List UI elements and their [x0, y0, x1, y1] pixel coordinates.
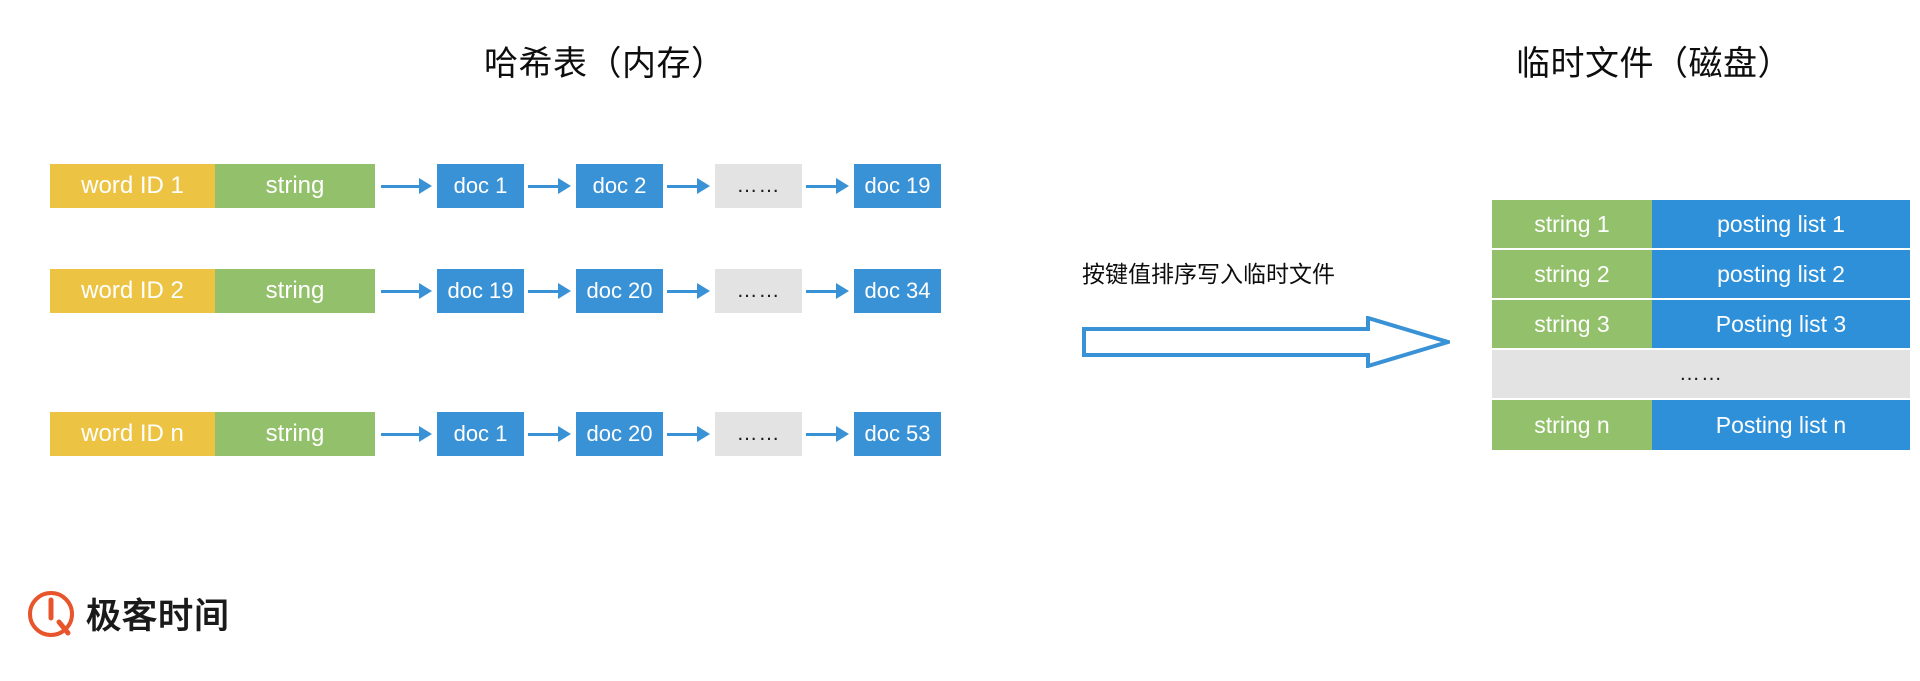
temp-file-table: string 1 posting list 1 string 2 posting…	[1492, 200, 1910, 450]
arrow-connector-icon	[524, 269, 576, 313]
posting-list-cell: posting list 1	[1652, 200, 1910, 250]
arrow-connector-icon	[802, 412, 854, 456]
arrow-connector-icon	[524, 164, 576, 208]
string-key-cell: string 2	[1492, 250, 1652, 300]
hash-row: word ID n string doc 1 doc 20 …… doc 53	[50, 412, 941, 456]
doc-cell: doc 1	[437, 164, 524, 208]
doc-ellipsis-cell: ……	[715, 164, 802, 208]
geekbang-logo-icon	[28, 590, 74, 637]
posting-list-cell: Posting list n	[1652, 400, 1910, 450]
string-key-cell: string 3	[1492, 300, 1652, 350]
arrow-connector-icon	[802, 164, 854, 208]
doc-cell: doc 20	[576, 412, 663, 456]
arrow-connector-icon	[663, 269, 715, 313]
string-cell: string	[215, 164, 375, 208]
block-arrow-right-icon	[1082, 316, 1450, 368]
arrow-connector-icon	[663, 164, 715, 208]
arrow-connector-icon	[375, 412, 437, 456]
hash-row: word ID 2 string doc 19 doc 20 …… doc 34	[50, 269, 941, 313]
table-row-ellipsis: ……	[1492, 350, 1910, 400]
doc-cell: doc 19	[437, 269, 524, 313]
string-cell: string	[215, 269, 375, 313]
table-row: string n Posting list n	[1492, 400, 1910, 450]
table-row: string 3 Posting list 3	[1492, 300, 1910, 350]
posting-list-cell: posting list 2	[1652, 250, 1910, 300]
hash-table-title: 哈希表（内存）	[484, 45, 726, 83]
posting-list-cell: Posting list 3	[1652, 300, 1910, 350]
word-id-cell: word ID n	[50, 412, 215, 456]
word-id-cell: word ID 2	[50, 269, 215, 313]
doc-ellipsis-cell: ……	[715, 412, 802, 456]
table-row: string 1 posting list 1	[1492, 200, 1910, 250]
transfer-label: 按键值排序写入临时文件	[1082, 261, 1335, 287]
hash-row: word ID 1 string doc 1 doc 2 …… doc 19	[50, 164, 941, 208]
doc-cell: doc 1	[437, 412, 524, 456]
table-row: string 2 posting list 2	[1492, 250, 1910, 300]
doc-cell: doc 53	[854, 412, 941, 456]
arrow-connector-icon	[524, 412, 576, 456]
string-key-cell: string n	[1492, 400, 1652, 450]
doc-cell: doc 2	[576, 164, 663, 208]
brand-logo: 极客时间	[28, 588, 230, 639]
doc-cell: doc 34	[854, 269, 941, 313]
doc-cell: doc 19	[854, 164, 941, 208]
doc-ellipsis-cell: ……	[715, 269, 802, 313]
brand-name: 极客时间	[86, 597, 231, 636]
string-key-cell: string 1	[1492, 200, 1652, 250]
doc-cell: doc 20	[576, 269, 663, 313]
arrow-connector-icon	[802, 269, 854, 313]
arrow-connector-icon	[663, 412, 715, 456]
arrow-connector-icon	[375, 269, 437, 313]
ellipsis-cell: ……	[1492, 350, 1910, 400]
word-id-cell: word ID 1	[50, 164, 215, 208]
temp-file-title: 临时文件（磁盘）	[1516, 45, 1792, 83]
string-cell: string	[215, 412, 375, 456]
arrow-connector-icon	[375, 164, 437, 208]
